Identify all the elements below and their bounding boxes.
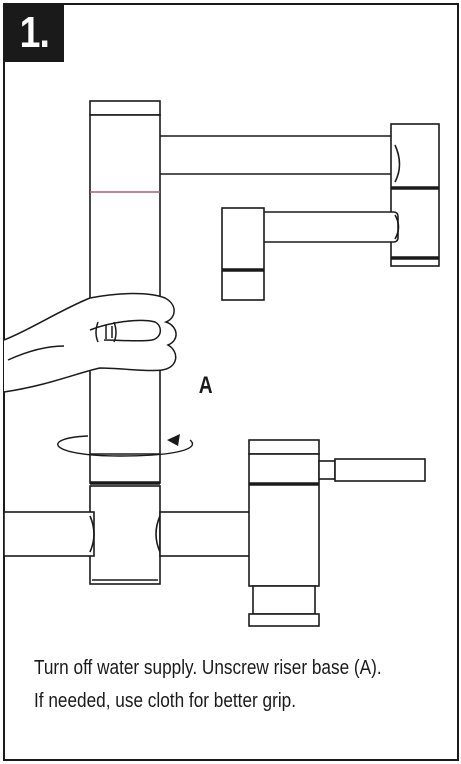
valve-bottom-cap [248,613,320,627]
panel-border [3,3,459,761]
spout-head [221,207,265,301]
valve-lower-nut [252,585,316,615]
center-supply-pipe [159,511,255,557]
caption-line-1: Turn off water supply. Unscrew riser bas… [34,657,382,679]
valve-body [248,453,320,587]
riser-base [89,485,161,585]
upper-arm-tube [153,135,397,175]
step-number-badge: 1. [4,4,64,62]
upper-right-joint [390,123,440,267]
hand-drawing [3,292,177,393]
caption-line-2: If needed, use cloth for better grip. [34,690,296,712]
valve-lever [334,458,426,482]
lower-arm-tube [257,211,399,243]
step-number: 1. [19,8,49,57]
rotation-arrow [57,435,194,457]
valve-collar [318,460,336,480]
riser-top-cap [89,100,161,116]
left-supply-pipe [3,511,95,557]
valve-top-cap [248,439,320,455]
callout-label-a: A [198,372,213,399]
instruction-caption: Turn off water supply. Unscrew riser bas… [34,652,454,718]
